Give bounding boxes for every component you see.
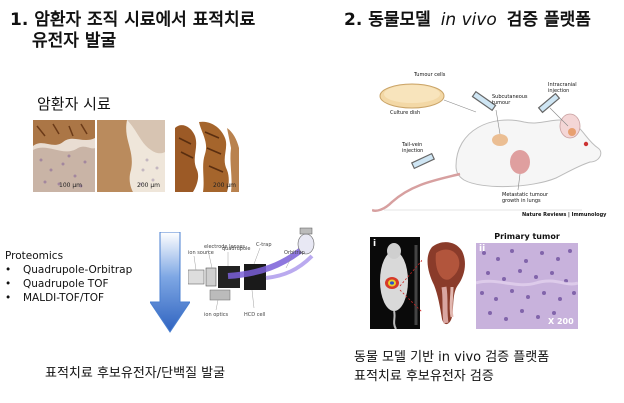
right-footer: 동물 모델 기반 in vivo 검증 플랫폼 표적치료 후보유전자 검증 bbox=[354, 348, 549, 386]
left-heading-line2: 유전자 발굴 bbox=[32, 31, 117, 51]
imaging-panel: i bbox=[370, 237, 420, 329]
right-heading-italic: in vivo bbox=[440, 10, 497, 30]
svg-text:ion source: ion source bbox=[188, 250, 214, 256]
label-intracranial: Intracranial injection bbox=[548, 82, 577, 94]
tissue-photo-1: 100 µm bbox=[33, 120, 95, 192]
label-tumour-cells: Tumour cells bbox=[414, 72, 446, 78]
right-heading: 2. 동물모델 in vivo 검증 플랫폼 bbox=[344, 10, 591, 31]
label-credit: Nature Reviews | Immunology bbox=[522, 212, 607, 218]
tissue-photo-2: 200 µm bbox=[97, 120, 165, 192]
he-stain-photo: ii X 200 bbox=[476, 243, 578, 329]
svg-text:Orbitrap: Orbitrap bbox=[284, 250, 305, 256]
patient-sample-label: 암환자 시료 bbox=[37, 95, 111, 113]
primary-tumor-title: Primary tumor bbox=[494, 232, 560, 241]
right-footer-line1: 동물 모델 기반 in vivo 검증 플랫폼 bbox=[354, 350, 550, 365]
label-subcutaneous: Subcutaneous tumour bbox=[492, 94, 528, 106]
left-heading: 1. 암환자 조직 시료에서 표적치료 유전자 발굴 bbox=[10, 10, 255, 52]
left-heading-line1: 1. 암환자 조직 시료에서 표적치료 bbox=[10, 10, 256, 30]
panel-i-label: i bbox=[373, 239, 377, 249]
down-arrow-icon bbox=[150, 232, 190, 333]
mouse-model-diagram: Tumour cells Culture dish Subcutaneous t… bbox=[371, 70, 608, 220]
svg-text:HCD cell: HCD cell bbox=[244, 312, 265, 318]
scale-label-2: 200 µm bbox=[137, 182, 161, 189]
proteomics-title: Proteomics bbox=[5, 250, 64, 262]
svg-text:ion optics: ion optics bbox=[204, 312, 229, 318]
proteomics-block: Proteomics Quadrupole-Orbitrap Quadrupol… bbox=[5, 249, 132, 305]
proteomics-item-2: Quadrupole TOF bbox=[5, 277, 132, 291]
right-footer-line2: 표적치료 후보유전자 검증 bbox=[354, 369, 494, 384]
right-heading-suffix: 검증 플랫폼 bbox=[500, 10, 591, 30]
right-heading-prefix: 2. 동물모델 bbox=[344, 10, 437, 30]
scale-label-1: 100 µm bbox=[59, 182, 83, 189]
connector-lines bbox=[399, 243, 437, 327]
svg-text:C-trap: C-trap bbox=[256, 242, 272, 248]
label-metastatic: Metastatic tumour growth in lungs bbox=[502, 192, 549, 204]
scale-label-3: 200 µm bbox=[213, 182, 237, 189]
proteomics-item-1: Quadrupole-Orbitrap bbox=[5, 263, 132, 277]
mass-spectrometer-diagram: ion source electrode lenses quadrupole C… bbox=[188, 227, 315, 318]
proteomics-list: Quadrupole-Orbitrap Quadrupole TOF MALDI… bbox=[5, 263, 132, 305]
panel-ii-label: ii bbox=[479, 244, 486, 254]
excised-tumor-photo bbox=[422, 237, 472, 329]
magnification-label: X 200 bbox=[548, 317, 574, 326]
label-culture-dish: Culture dish bbox=[390, 110, 421, 116]
left-footer: 표적치료 후보유전자/단백질 발굴 bbox=[45, 366, 226, 381]
proteomics-item-3: MALDI-TOF/TOF bbox=[5, 291, 132, 305]
svg-text:quadrupole: quadrupole bbox=[222, 246, 251, 252]
tissue-photo-3: 200 µm bbox=[171, 118, 239, 192]
svg-text:electrode lenses: electrode lenses bbox=[204, 244, 245, 250]
label-tail-vein: Tail-vein injection bbox=[402, 142, 424, 154]
mouse-illustration bbox=[371, 83, 602, 212]
